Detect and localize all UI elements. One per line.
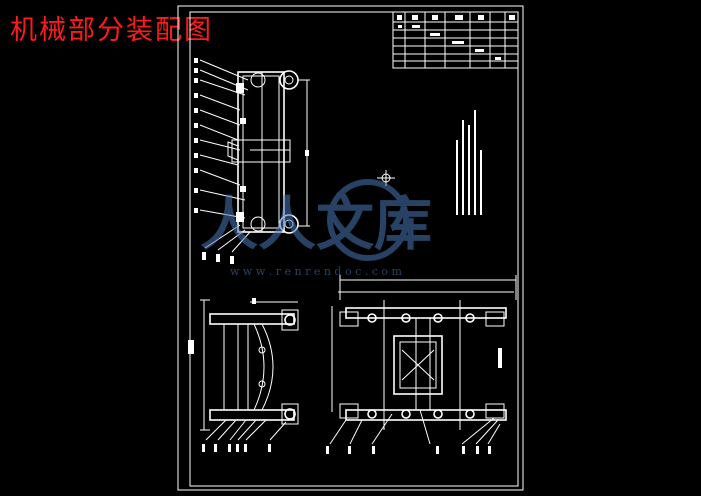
section-view-lower-right — [326, 275, 517, 454]
watermark-url: w w w . r e n r e n d o c . c o m — [230, 265, 402, 278]
watermark-logo-ring — [327, 179, 409, 261]
side-view-lower-left — [188, 298, 299, 452]
front-view-upper — [194, 58, 310, 264]
watermark-brand: 人人文库 — [200, 190, 432, 258]
parts-list-table — [392, 11, 519, 69]
renrendoc-watermark: 人人文库 w w w . r e n r e n d o c . c o m — [200, 179, 432, 278]
technical-notes — [456, 110, 482, 215]
sheet-inner-border — [189, 11, 519, 487]
sheet-outer-border — [177, 5, 524, 491]
